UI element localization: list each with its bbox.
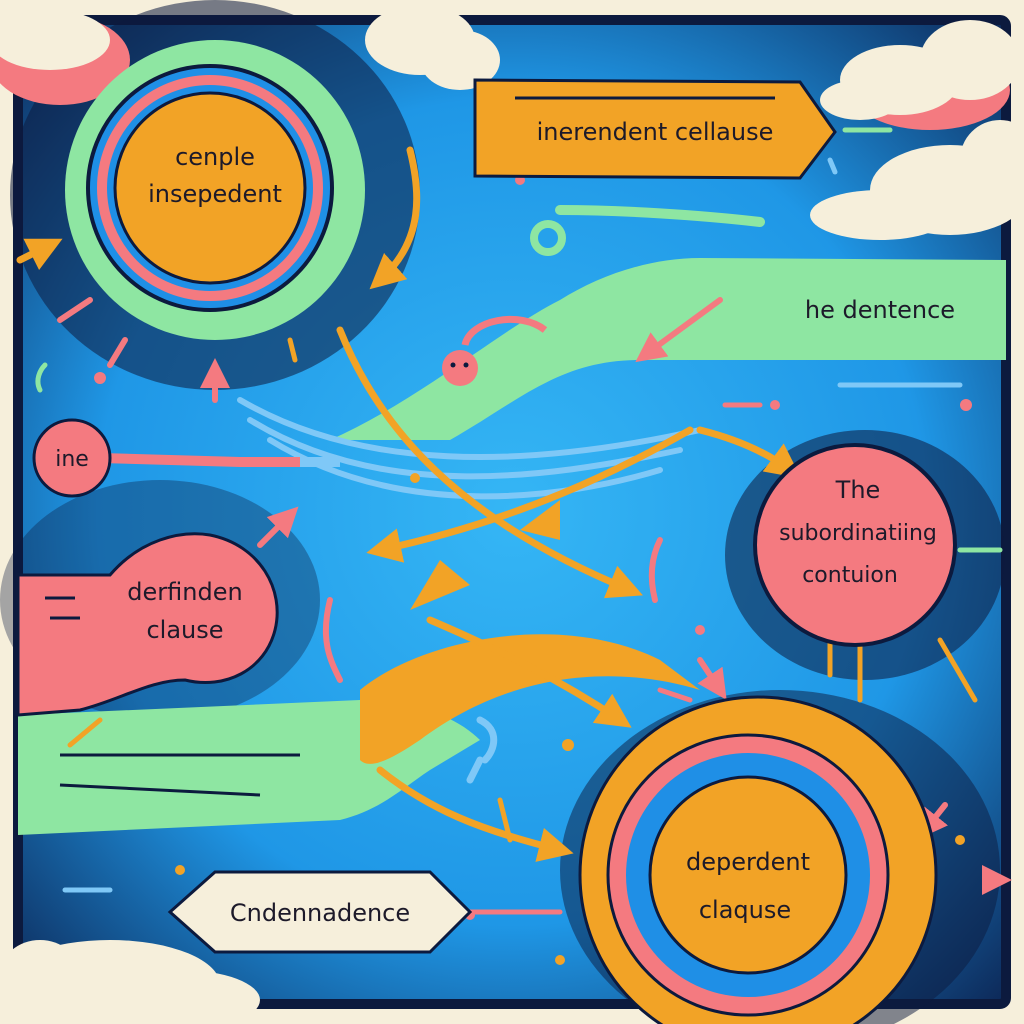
pink-face: [442, 350, 478, 386]
arrow-to-subordinating: [336, 326, 643, 599]
cloud-right: [810, 120, 1024, 240]
hexagon-shape: [167, 870, 473, 954]
node-dependent-bubble: derfinden clause: [16, 532, 279, 717]
face-eye-left: [450, 362, 456, 368]
arrow-shards: [410, 500, 560, 610]
ring-pink: [97, 75, 323, 301]
node-label-line1: derfinden: [127, 578, 242, 606]
node-independence: Cndennadence: [167, 870, 560, 954]
node-label-line2: subordinatiing: [779, 521, 937, 546]
cloud-top-left: [0, 10, 130, 105]
green-curl-line: [555, 205, 765, 227]
node-ine: ine: [32, 418, 340, 498]
ine-circle: [32, 418, 112, 498]
cloud-top-center: [365, 5, 500, 90]
cloud-bottom-left: [0, 940, 260, 1024]
node-label-line2: clause: [146, 616, 223, 644]
node-label-line1: cenple: [175, 143, 255, 171]
bubble-shape: [16, 532, 279, 717]
blue-hook: [466, 716, 498, 784]
node-sentence: he dentence: [805, 296, 955, 324]
node-label-line3: contuion: [802, 563, 898, 588]
node-independent-clause: inerendent cellause: [473, 78, 837, 180]
sub-circle: [753, 443, 957, 647]
node-label-line2: insepedent: [148, 180, 282, 208]
arrow-to-center-left: [366, 426, 694, 563]
bubble-lines: [45, 596, 80, 620]
node-label-line1: The: [835, 476, 881, 504]
core-orange: [648, 775, 848, 975]
connector-pink: [99, 453, 300, 467]
face-eye-right: [463, 362, 469, 368]
frame: [13, 15, 1011, 1009]
node-simple-independent: cenple insepedent: [65, 40, 365, 340]
pink-arc: [461, 315, 548, 347]
arrow-bottom: [376, 766, 574, 862]
node-label: he dentence: [805, 296, 955, 324]
node-label-line1: deperdent: [686, 848, 810, 876]
node-label: ine: [55, 447, 89, 472]
arrow-left-edge: [16, 238, 63, 271]
arrow-to-dependent: [426, 616, 632, 728]
cloud-top-right: [820, 20, 1020, 130]
orange-band: [360, 634, 700, 764]
banner-shape: [473, 78, 837, 180]
core-orange: [113, 91, 307, 285]
node-label: Cndennadence: [230, 899, 410, 927]
arrow-to-independent: [369, 146, 421, 290]
node-subordinating: The subordinatiing contuion: [753, 443, 957, 647]
orange-arrows: [16, 146, 802, 862]
left-band-lines: [59, 753, 300, 797]
node-label-line2: claquse: [699, 896, 791, 924]
green-curl-loop: [530, 220, 566, 256]
node-dependent-clause: deperdent claquse: [578, 695, 938, 1024]
node-label: inerendent cellause: [537, 118, 774, 146]
blue-swoosh-lines: [237, 397, 703, 500]
arrow-right-small: [696, 426, 802, 479]
